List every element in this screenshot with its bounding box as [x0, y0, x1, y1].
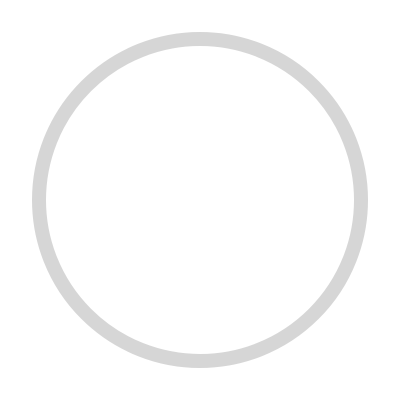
ring-text [0, 0, 400, 400]
circle-stage [0, 0, 400, 400]
